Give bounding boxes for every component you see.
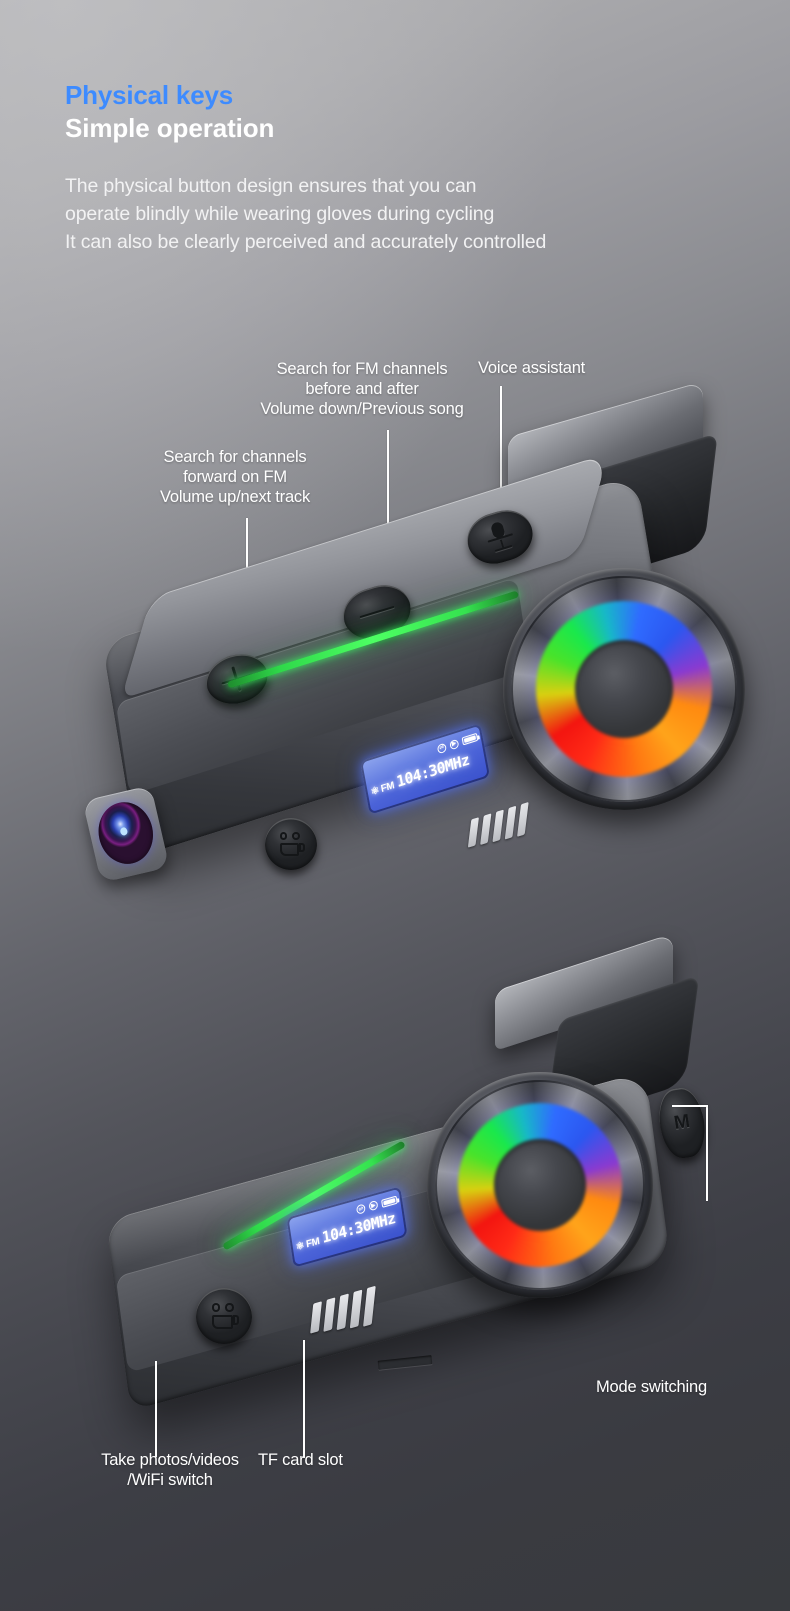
leader-line-voice-assistant bbox=[500, 386, 502, 529]
link-icon: ⇌ bbox=[436, 742, 447, 755]
callout-fm-back: Search for FM channels before and after … bbox=[260, 360, 464, 418]
link-icon: ⇌ bbox=[355, 1203, 366, 1215]
callout-voice-assistant: Voice assistant bbox=[478, 359, 586, 377]
video-icon: ▶ bbox=[449, 738, 460, 751]
leader-line-fm-back bbox=[387, 430, 389, 588]
leader-line-take-photos bbox=[155, 1361, 157, 1457]
battery-icon bbox=[461, 733, 479, 746]
subcopy-line-1: The physical button design ensures that … bbox=[65, 175, 477, 198]
headset-device-bottom: M bbox=[100, 933, 760, 1411]
header-block: Physical keys Simple operation The physi… bbox=[65, 80, 755, 256]
rgb-light-ring-bottom bbox=[458, 1103, 622, 1267]
headset-device-top bbox=[82, 381, 745, 1153]
subcopy-line-2: operate blindly while wearing gloves dur… bbox=[65, 203, 495, 226]
rgb-light-ring-top bbox=[536, 601, 712, 777]
camera-lens-top bbox=[92, 796, 160, 870]
callout-fm-forward: Search for channels forward on FM Volume… bbox=[159, 448, 311, 506]
battery-icon bbox=[381, 1195, 398, 1208]
subcopy-line-3: It can also be clearly perceived and acc… bbox=[65, 230, 547, 253]
bluetooth-icon: ⚛ bbox=[369, 784, 381, 798]
photo-wifi-key-bottom[interactable] bbox=[196, 1288, 252, 1344]
rgb-speaker-housing-bottom bbox=[427, 1072, 653, 1298]
leader-line-tf-card bbox=[303, 1340, 305, 1458]
lcd-band-label-bottom: ⚛ FM bbox=[295, 1235, 321, 1254]
photo-wifi-key-top[interactable] bbox=[265, 818, 317, 870]
eyebrow-title: Physical keys bbox=[65, 80, 233, 110]
subcopy: The physical button design ensures that … bbox=[65, 173, 755, 256]
callout-mode-switching: Mode switching bbox=[596, 1378, 707, 1396]
tf-card-slot bbox=[377, 1355, 433, 1370]
callout-tf-card: TF card slot bbox=[258, 1451, 343, 1469]
leader-line-mode-switching-vertical bbox=[706, 1105, 708, 1201]
video-icon: ▶ bbox=[368, 1200, 379, 1212]
bluetooth-icon: ⚛ bbox=[295, 1240, 306, 1254]
camera-video-icon bbox=[265, 818, 317, 870]
rgb-speaker-housing-top bbox=[503, 568, 745, 810]
lcd-band-label-top: ⚛ FM bbox=[369, 779, 396, 798]
page-title: Simple operation bbox=[65, 112, 275, 143]
callout-take-photos: Take photos/videos /WiFi switch bbox=[101, 1451, 239, 1489]
speaker-vents-top bbox=[467, 801, 529, 852]
mode-switching-key[interactable]: M bbox=[654, 1084, 710, 1162]
leader-line-mode-switching-horizontal bbox=[672, 1105, 708, 1107]
camera-video-icon bbox=[196, 1288, 252, 1344]
